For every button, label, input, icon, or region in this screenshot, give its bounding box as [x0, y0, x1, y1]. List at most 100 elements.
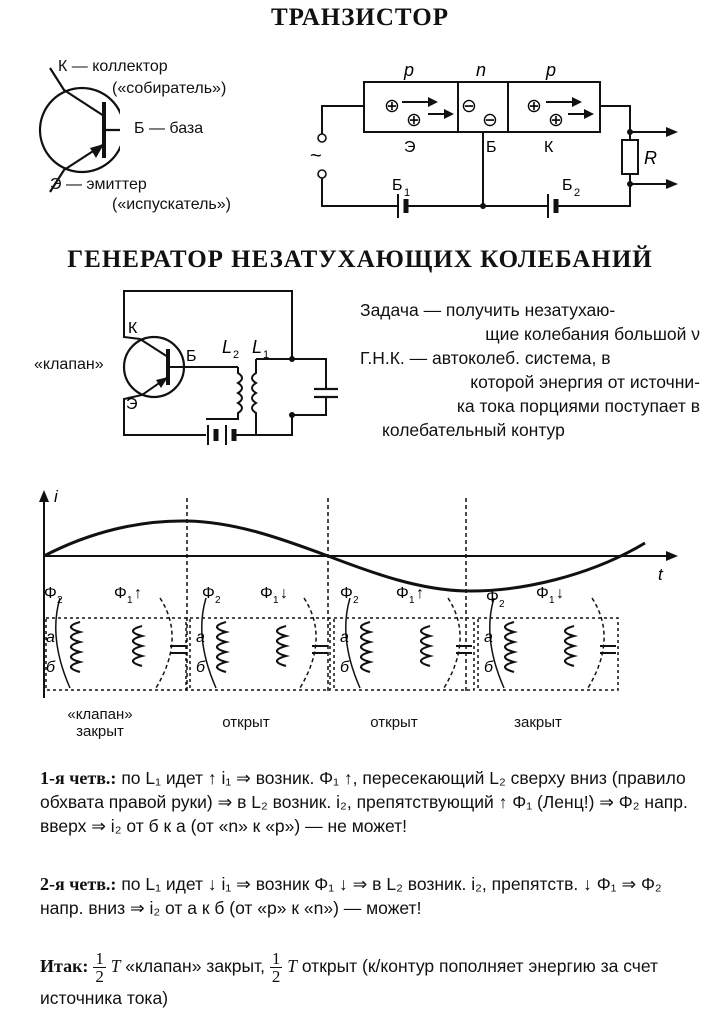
y-axis-label: i	[54, 488, 59, 506]
coil-l2-label: L	[222, 337, 232, 357]
coil-end-b-label: б	[340, 659, 350, 676]
quarter-1-heading: 1-я четв.:	[40, 768, 117, 788]
task-line: ка тока порциями поступает в	[456, 396, 700, 416]
period-symbol: T	[110, 956, 121, 977]
flux-arrow: ↑	[134, 585, 142, 602]
ac-source-symbol: ~	[310, 145, 322, 167]
fraction-denominator: 2	[271, 967, 281, 986]
task-description: Задача — получить незатухаю- щие колебан…	[360, 298, 700, 442]
flux-phi1-label: Φ	[260, 585, 273, 602]
hole-charge-icon: ⊕	[384, 96, 400, 117]
battery1-label: Б	[392, 177, 403, 194]
generator-title: ГЕНЕРАТОР НЕЗАТУХАЮЩИХ КОЛЕБАНИЙ	[67, 246, 653, 273]
valve-label: «клапан»	[34, 356, 104, 373]
coil-panel-1	[45, 597, 187, 691]
base-pin-label: Б	[186, 348, 197, 365]
coil-l1-subscript: 1	[263, 349, 269, 361]
emitter-region-label: Э	[404, 139, 416, 156]
task-line: колебательный контур	[382, 420, 565, 440]
conclusion-paragraph: Итак: 1 2 T «клапан» закрыт, 1 2 T откры…	[40, 950, 690, 1011]
transistor-title: ТРАНЗИСТОР	[270, 4, 449, 31]
quarter-1-paragraph: 1-я четв.: по L₁ идет ↑ i₁ ⇒ возник. Φ₁ …	[40, 766, 690, 838]
n-region-label: n	[476, 60, 486, 80]
coil-end-a-label: а	[340, 629, 349, 646]
fraction-numerator: 1	[269, 949, 283, 968]
base-region-label: Б	[486, 139, 497, 156]
flux-phi1-label: Φ	[396, 585, 409, 602]
flux-phi2-label: Φ	[340, 585, 353, 602]
flux-phi1-label: Φ	[536, 585, 549, 602]
task-line: которой энергия от источни-	[470, 372, 700, 392]
panel-2-state: открыт	[222, 714, 270, 731]
panel-state-line: «клапан»	[67, 706, 133, 723]
hole-charge-icon: ⊕	[548, 110, 564, 131]
resistor-label: R	[644, 148, 657, 168]
transistor-symbol-diagram	[38, 67, 120, 193]
flux-sub: 1	[549, 595, 555, 606]
oscillation-graph: i t	[39, 488, 678, 698]
flux-phi2-label: Φ	[44, 585, 57, 602]
flux-phi2-label: Φ	[486, 589, 499, 606]
coil-end-a-label: а	[46, 629, 55, 646]
pnp-junction-diagram: ~ ⊕ ⊕ ⊖ ⊖ ⊕ ⊕ p n p Э Б К R Б 1 Б 2	[310, 60, 678, 218]
electron-charge-icon: ⊖	[482, 110, 498, 131]
quarter-2-heading: 2-я четв.:	[40, 874, 117, 894]
p-region-label: p	[545, 60, 556, 80]
battery2-label: Б	[562, 177, 573, 194]
flux-sub: 2	[353, 595, 359, 606]
fraction: 1 2	[93, 950, 106, 985]
fraction: 1 2	[269, 949, 283, 986]
panel-1-state: «клапан» закрыт	[40, 706, 160, 740]
flux-sub: 1	[127, 595, 133, 606]
conclusion-end: открыт (к/контур пополняет энергию за сч…	[40, 956, 659, 1008]
coil-end-b-label: б	[196, 659, 206, 676]
hole-charge-icon: ⊕	[406, 110, 422, 131]
flux-sub: 2	[215, 595, 221, 606]
flux-arrow: ↑	[416, 585, 424, 602]
coil-panel-2	[189, 597, 331, 691]
quarter-2-paragraph: 2-я четв.: по L₁ идет ↓ i₁ ⇒ возник Φ₁ ↓…	[40, 872, 690, 920]
period-symbol: T	[287, 956, 297, 977]
collector-alt-label: («собиратель»)	[112, 80, 227, 97]
battery2-subscript: 2	[574, 187, 580, 199]
task-line: Г.Н.К. — автоколеб. система, в	[360, 348, 611, 368]
p-region-label: p	[403, 60, 414, 80]
collector-pin-label: К	[128, 320, 138, 337]
quarter-2-text: по L₁ идет ↓ i₁ ⇒ возник Φ₁ ↓ ⇒ в L₂ воз…	[40, 874, 662, 918]
task-line: Задача — получить незатухаю-	[360, 300, 616, 320]
coil-panel-4	[477, 597, 619, 691]
panel-state-line: закрыт	[76, 723, 124, 740]
flux-arrow: ↓	[556, 585, 564, 602]
flux-sub: 1	[273, 595, 279, 606]
coil-end-a-label: а	[196, 629, 205, 646]
generator-circuit-diagram: К Б Э L 2 L 1	[122, 290, 338, 445]
panel-4-state: закрыт	[514, 714, 562, 731]
conclusion-heading: Итак:	[40, 956, 89, 977]
collector-label: К — коллектор	[58, 58, 168, 75]
flux-sub: 2	[57, 595, 63, 606]
flux-sub: 1	[409, 595, 415, 606]
battery1-subscript: 1	[404, 187, 410, 199]
conclusion-mid: «клапан» закрыт,	[125, 956, 265, 977]
emitter-pin-label: Э	[126, 396, 138, 413]
fraction-numerator: 1	[93, 949, 106, 968]
fraction-denominator: 2	[95, 967, 104, 986]
coil-l2-subscript: 2	[233, 349, 239, 361]
coil-panels: Φ 2 Φ 1 ↑ а б Φ 2 Φ 1 ↓ а б Φ 2 Φ 1 ↑ а …	[44, 585, 619, 691]
flux-sub: 2	[499, 599, 505, 610]
flux-phi1-label: Φ	[114, 585, 127, 602]
flux-arrow: ↓	[280, 585, 288, 602]
coil-end-a-label: а	[484, 629, 493, 646]
x-axis-label: t	[658, 565, 664, 584]
coil-l1-label: L	[252, 337, 262, 357]
emitter-alt-label: («испускатель»)	[112, 196, 231, 213]
quarter-1-text: по L₁ идет ↑ i₁ ⇒ возник. Φ₁ ↑, пересека…	[40, 768, 688, 836]
flux-phi2-label: Φ	[202, 585, 215, 602]
coil-panel-3	[333, 597, 475, 691]
coil-end-b-label: б	[484, 659, 494, 676]
electron-charge-icon: ⊖	[461, 96, 477, 117]
base-label: Б — база	[134, 120, 204, 137]
emitter-label: Э — эмиттер	[50, 176, 147, 193]
hole-charge-icon: ⊕	[526, 96, 542, 117]
collector-region-label: К	[544, 139, 554, 156]
